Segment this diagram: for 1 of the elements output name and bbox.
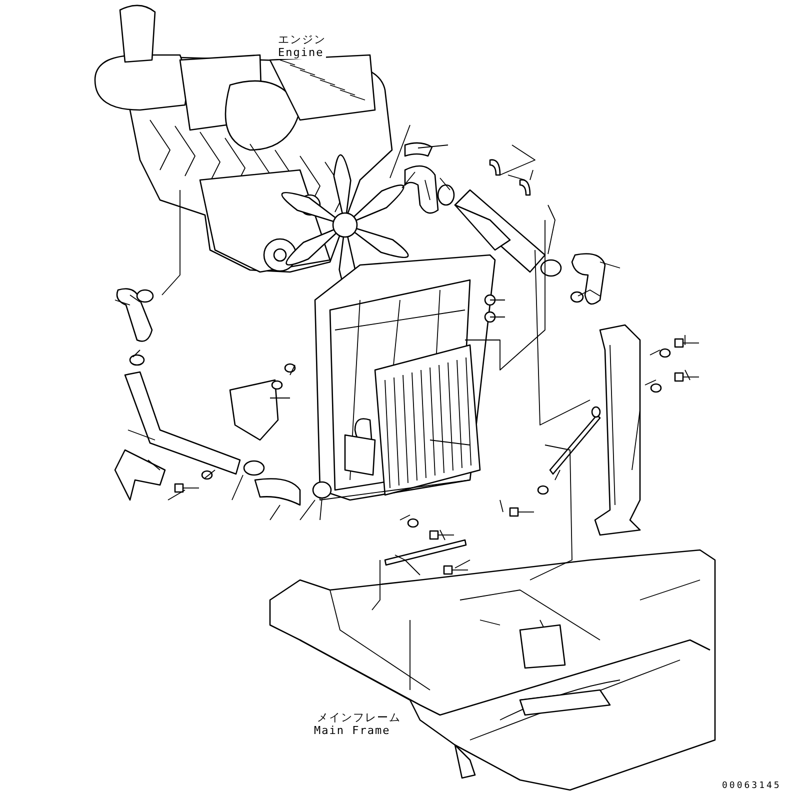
part-label: Engine (276, 46, 326, 59)
